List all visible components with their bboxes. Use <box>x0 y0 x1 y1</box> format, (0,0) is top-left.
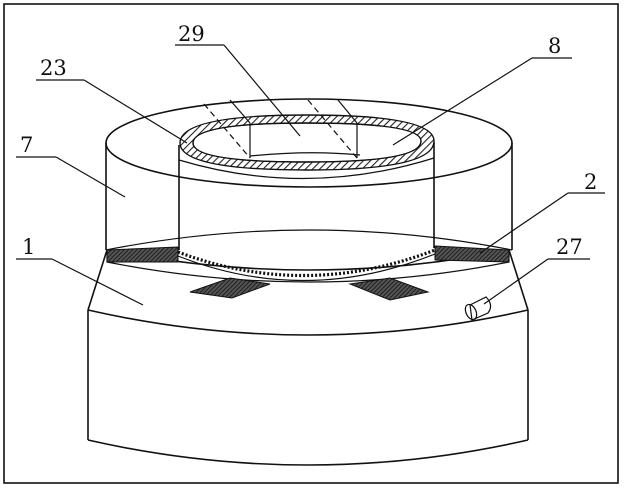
label-23-group: 23 <box>36 56 188 144</box>
label-1: 1 <box>22 235 35 259</box>
shaft-29 <box>203 99 358 159</box>
label-7-group: 7 <box>16 133 126 198</box>
label-8: 8 <box>548 34 561 58</box>
figure-frame <box>3 3 619 484</box>
label-29: 29 <box>178 22 205 46</box>
label-23: 23 <box>40 56 67 80</box>
bore-8 <box>192 122 422 163</box>
label-27: 27 <box>556 235 583 259</box>
outer-ring-7 <box>105 98 513 251</box>
label-8-group: 8 <box>392 34 572 146</box>
pin-27 <box>464 296 492 321</box>
label-2-group: 2 <box>479 170 605 254</box>
label-2: 2 <box>584 170 597 194</box>
label-7: 7 <box>20 133 33 157</box>
label-29-group: 29 <box>175 22 301 137</box>
inner-cylinder <box>178 114 435 250</box>
label-1-group: 1 <box>16 235 144 306</box>
plate-2 <box>106 232 510 301</box>
label-27-group: 27 <box>483 235 590 305</box>
